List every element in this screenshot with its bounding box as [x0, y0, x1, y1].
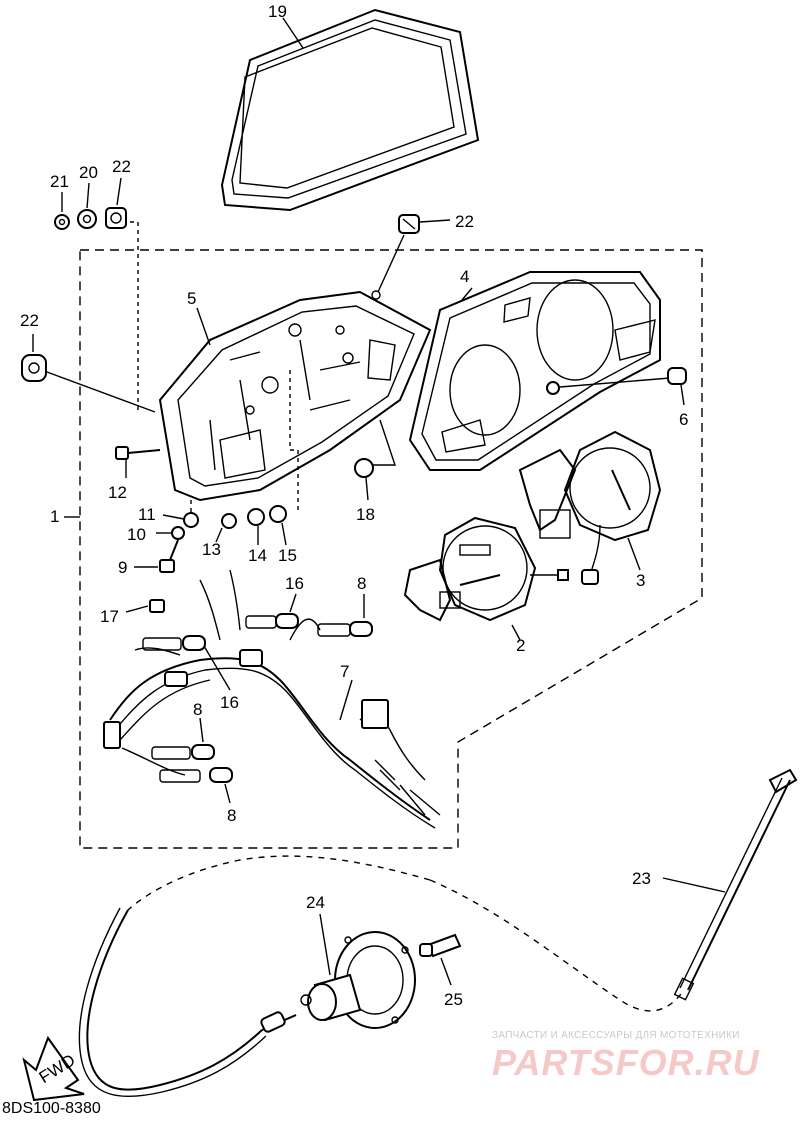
callout-16: 16: [285, 574, 304, 593]
callout-22: 22: [112, 157, 131, 176]
grommet-18: [354, 458, 374, 478]
callout-6: 6: [679, 410, 688, 429]
screw-9: [159, 539, 179, 573]
grommet-15: [269, 505, 287, 523]
washer-20: [77, 209, 97, 229]
callout-5: 5: [187, 289, 196, 308]
washer-14: [247, 508, 265, 526]
bulb-8-mid: [151, 744, 215, 760]
washer-13: [221, 513, 237, 529]
callout-8: 8: [357, 574, 366, 593]
meter-case-5: [158, 290, 432, 502]
speedometer-cable-23: [78, 768, 798, 1098]
callout-2: 2: [516, 636, 525, 655]
callout-20: 20: [79, 163, 98, 182]
callout-25: 25: [444, 990, 463, 1009]
grommet-22-left: [21, 354, 47, 382]
nut-11: [183, 512, 199, 528]
grommet-22-right: [398, 214, 420, 234]
pin-25: [419, 933, 462, 958]
callout-21: 21: [50, 172, 69, 191]
callout-15: 15: [278, 546, 297, 565]
callout-22: 22: [20, 311, 39, 330]
bulb-16-top: [245, 613, 299, 629]
callout-8: 8: [193, 700, 202, 719]
callout-8: 8: [227, 806, 236, 825]
bulb-8-low: [159, 767, 233, 783]
speedometer-gear-24: [300, 931, 416, 1029]
callout-11: 11: [138, 505, 156, 524]
callout-3: 3: [636, 571, 645, 590]
bulb-17: [149, 599, 165, 613]
callout-4: 4: [460, 267, 469, 286]
screw-12: [115, 446, 161, 460]
lens-gasket-19: [220, 8, 480, 212]
diagram-code: 8DS100-8380: [2, 1100, 101, 1117]
callout-19: 19: [268, 2, 287, 21]
bulb-8-top: [317, 621, 373, 637]
callout-14: 14: [248, 546, 267, 565]
callout-17: 17: [100, 607, 119, 626]
grommet-22-top: [105, 207, 127, 229]
assembly-boundary: [79, 249, 703, 849]
fwd-arrow: FWD: [22, 1035, 85, 1102]
callout-12: 12: [108, 483, 127, 502]
washer-21: [54, 214, 70, 230]
callout-18: 18: [356, 505, 375, 524]
watermark-brand: PARTSFOR.RU: [492, 1042, 760, 1083]
callout-1: 1: [50, 507, 59, 526]
meter-case-4: [408, 271, 661, 471]
wire-harness: [103, 569, 441, 829]
watermark-tagline: ЗАПЧАСТИ И АКСЕССУАРЫ ДЛЯ МОТОТЕХНИКИ: [492, 1030, 740, 1041]
callout-22: 22: [455, 212, 474, 231]
callout-7: 7: [340, 662, 349, 681]
callout-24: 24: [306, 893, 325, 912]
callout-16: 16: [220, 693, 239, 712]
callout-23: 23: [632, 869, 651, 888]
bulb-16-mid: [142, 635, 206, 651]
speedometer-2: [403, 516, 569, 622]
callout-9: 9: [118, 558, 127, 577]
tachometer-3: [518, 430, 662, 585]
callout-13: 13: [202, 540, 221, 559]
callout-10: 10: [127, 525, 146, 544]
washer-10: [171, 526, 185, 540]
